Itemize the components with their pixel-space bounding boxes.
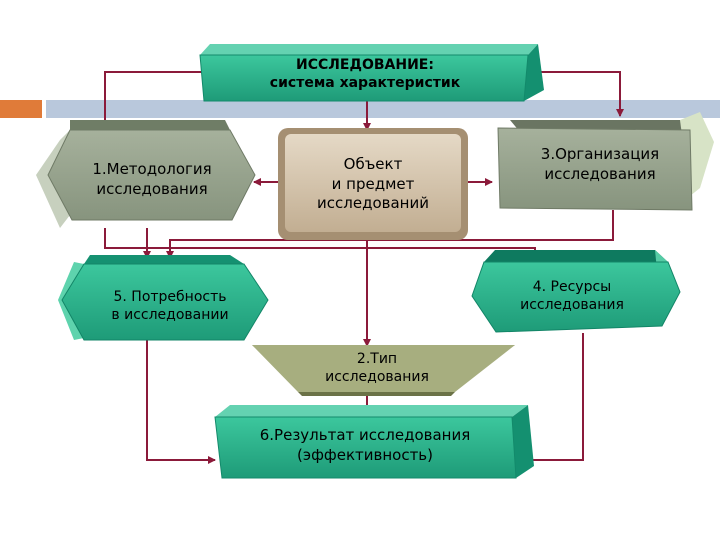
label-methodology: 1.Методология исследования <box>62 160 242 199</box>
label-resources-line2: исследования <box>520 297 624 314</box>
accent-bar-blue <box>46 100 720 118</box>
box-object <box>278 128 468 240</box>
box-need <box>58 255 269 341</box>
label-resources-line1: 4. Ресурсы <box>532 279 612 295</box>
label-organization-line1: 3.Организация <box>540 145 660 163</box>
label-organization: 3.Организация исследования <box>505 145 695 184</box>
accent-bar-orange <box>0 100 42 118</box>
label-object: Объект и предмет исследований <box>288 155 458 214</box>
label-organization-line2: исследования <box>544 164 656 183</box>
label-research-line1: ИССЛЕДОВАНИЕ: <box>296 57 434 73</box>
label-result-line1: 6.Результат исследования <box>259 426 471 444</box>
label-need: 5. Потребность в исследовании <box>80 288 260 324</box>
label-research: ИССЛЕДОВАНИЕ: система характеристик <box>205 56 525 92</box>
label-result: 6.Результат исследования (эффективность) <box>220 426 510 465</box>
label-need-line2: в исследовании <box>111 307 229 324</box>
label-object-line3: исследований <box>317 194 429 212</box>
box-research <box>199 44 544 102</box>
label-object-line1: Объект <box>343 155 403 173</box>
label-methodology-line2: исследования <box>96 179 208 198</box>
label-object-line2: и предмет <box>331 174 415 193</box>
label-research-line2: система характеристик <box>269 75 461 92</box>
label-type-line1: 2.Тип <box>356 351 398 367</box>
label-type-line2: исследования <box>325 369 429 386</box>
box-type <box>252 345 515 396</box>
box-methodology <box>36 120 256 228</box>
box-organization <box>497 112 714 211</box>
box-result <box>214 405 534 479</box>
label-need-line1: 5. Потребность <box>113 289 227 305</box>
box-resources <box>471 250 681 333</box>
label-result-line2: (эффективность) <box>296 445 433 464</box>
label-resources: 4. Ресурсы исследования <box>482 278 662 314</box>
label-methodology-line1: 1.Методология <box>92 160 212 178</box>
label-type: 2.Тип исследования <box>292 350 462 386</box>
